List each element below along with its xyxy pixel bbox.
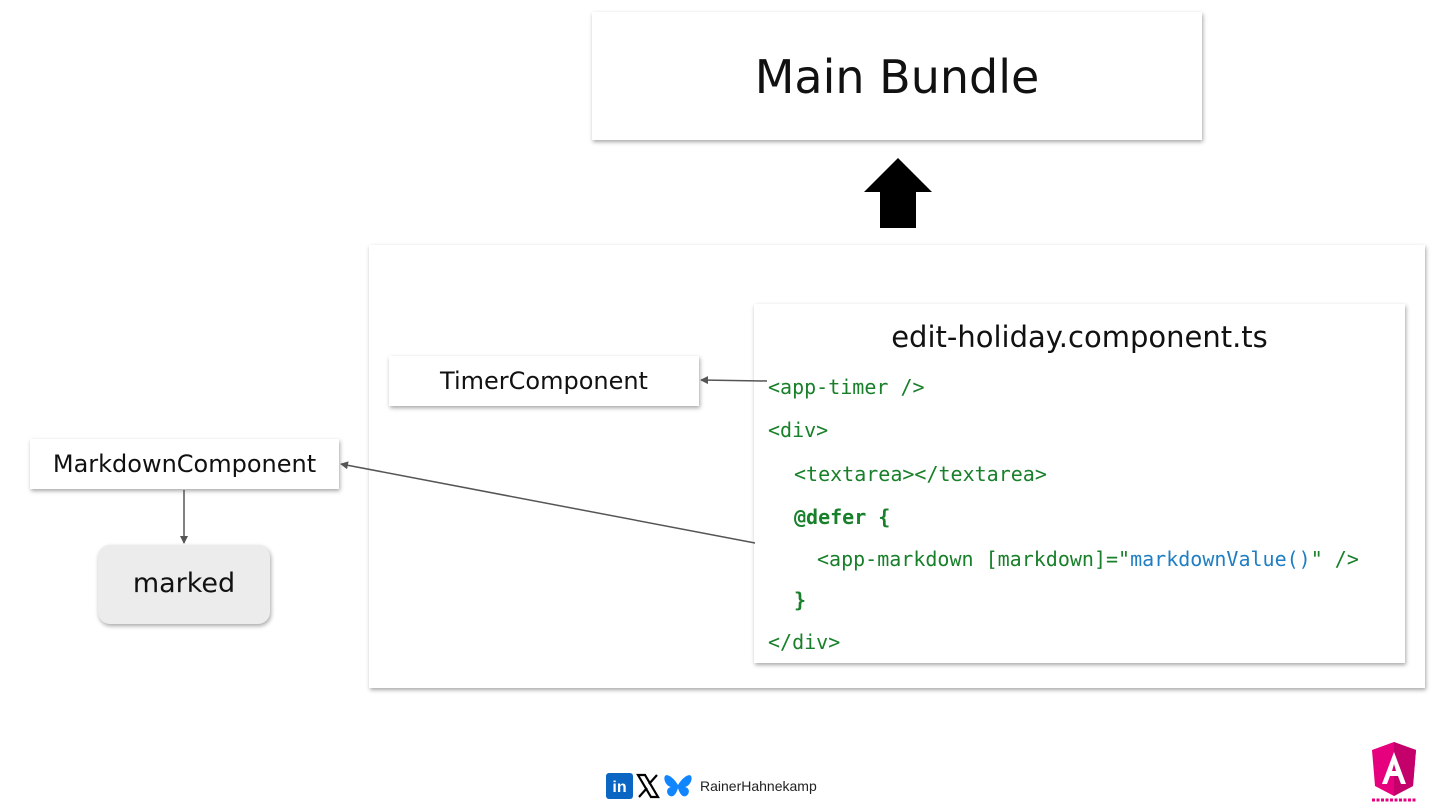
- timer-component-box: TimerComponent: [389, 356, 699, 406]
- svg-text:in: in: [612, 779, 626, 796]
- markdown-component-label: MarkdownComponent: [52, 450, 317, 478]
- defer-keyword: @defer {: [794, 505, 891, 529]
- marked-label: marked: [132, 568, 236, 599]
- code-line-div-close: </div>: [768, 630, 841, 654]
- angular-architects-logo: [1370, 742, 1418, 803]
- x-icon[interactable]: [635, 773, 661, 799]
- markdown-component-box: MarkdownComponent: [30, 439, 339, 489]
- markdown-suffix: " />: [1310, 547, 1359, 571]
- marked-library-box: marked: [98, 545, 270, 624]
- component-file-title: edit-holiday.component.ts: [891, 320, 1268, 354]
- markdown-prefix: <app-markdown [markdown]=": [817, 547, 1131, 571]
- main-bundle-label: Main Bundle: [754, 50, 1040, 104]
- code-line-div-open: <div>: [768, 418, 829, 442]
- code-line-app-markdown: <app-markdown [markdown]="markdownValue(…: [817, 549, 1359, 569]
- defer-close-brace: }: [794, 588, 807, 612]
- arrow-to-markdown: [340, 461, 756, 544]
- main-bundle-box: Main Bundle: [592, 12, 1202, 140]
- author-name: RainerHahnekamp: [700, 778, 817, 794]
- up-arrow-icon: [864, 158, 932, 228]
- code-line-textarea: <textarea></textarea>: [794, 462, 1047, 486]
- arrow-to-timer: [700, 376, 768, 385]
- markdown-value-call: markdownValue(): [1130, 547, 1311, 571]
- component-file-box: edit-holiday.component.ts <app-timer /> …: [754, 304, 1405, 663]
- code-line-defer: @defer {: [794, 507, 890, 527]
- linkedin-icon[interactable]: in: [606, 773, 633, 799]
- bluesky-icon[interactable]: [663, 773, 693, 799]
- code-line-app-timer: <app-timer />: [768, 375, 925, 399]
- social-icons: in: [606, 773, 693, 799]
- timer-component-label: TimerComponent: [440, 367, 648, 395]
- code-line-defer-close: }: [794, 590, 806, 610]
